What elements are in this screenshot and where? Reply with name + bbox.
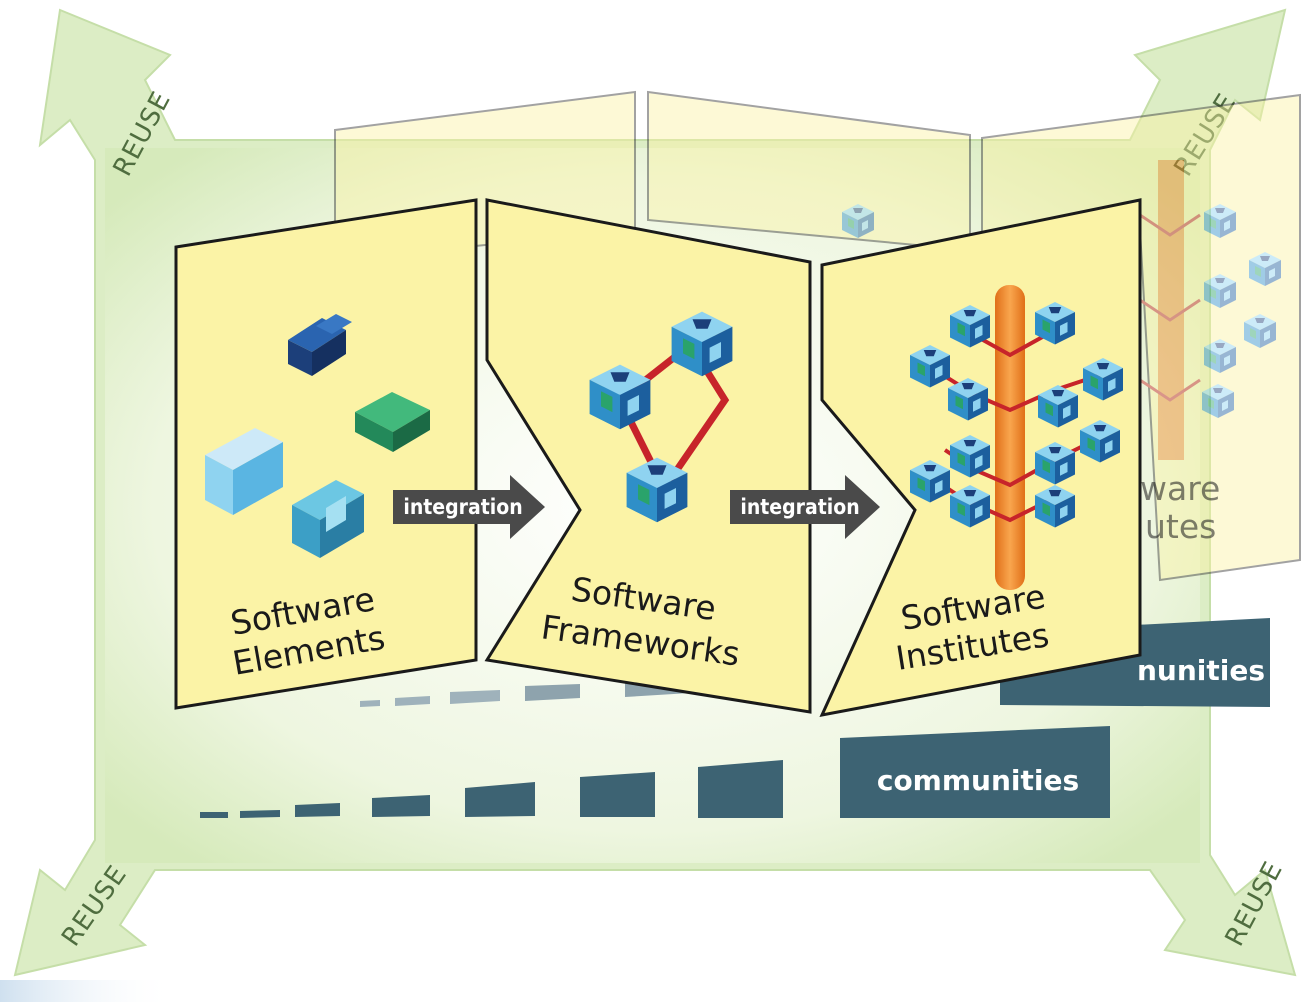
element-light-block bbox=[205, 428, 283, 515]
svg-text:utes: utes bbox=[1145, 507, 1216, 546]
back-panel-fragment: ware utes bbox=[1140, 469, 1220, 546]
element-l-block bbox=[288, 314, 352, 376]
institute-pillar bbox=[995, 285, 1025, 590]
element-green-slab bbox=[355, 392, 430, 452]
integration-arrow-1: integration bbox=[393, 475, 545, 539]
panel-software-frameworks: Software Frameworks bbox=[484, 198, 812, 714]
element-u-block bbox=[292, 480, 364, 558]
svg-text:ware: ware bbox=[1140, 469, 1220, 508]
panel-software-institutes: Software Institutes bbox=[819, 198, 1142, 718]
svg-text:integration: integration bbox=[740, 495, 859, 519]
svg-text:nunities: nunities bbox=[1137, 654, 1265, 687]
panel-software-elements: Software Elements bbox=[174, 198, 478, 710]
svg-text:integration: integration bbox=[403, 495, 522, 519]
communities-bar-front: communities bbox=[200, 726, 1110, 818]
integration-arrow-2: integration bbox=[730, 475, 880, 539]
svg-text:communities: communities bbox=[877, 764, 1079, 797]
